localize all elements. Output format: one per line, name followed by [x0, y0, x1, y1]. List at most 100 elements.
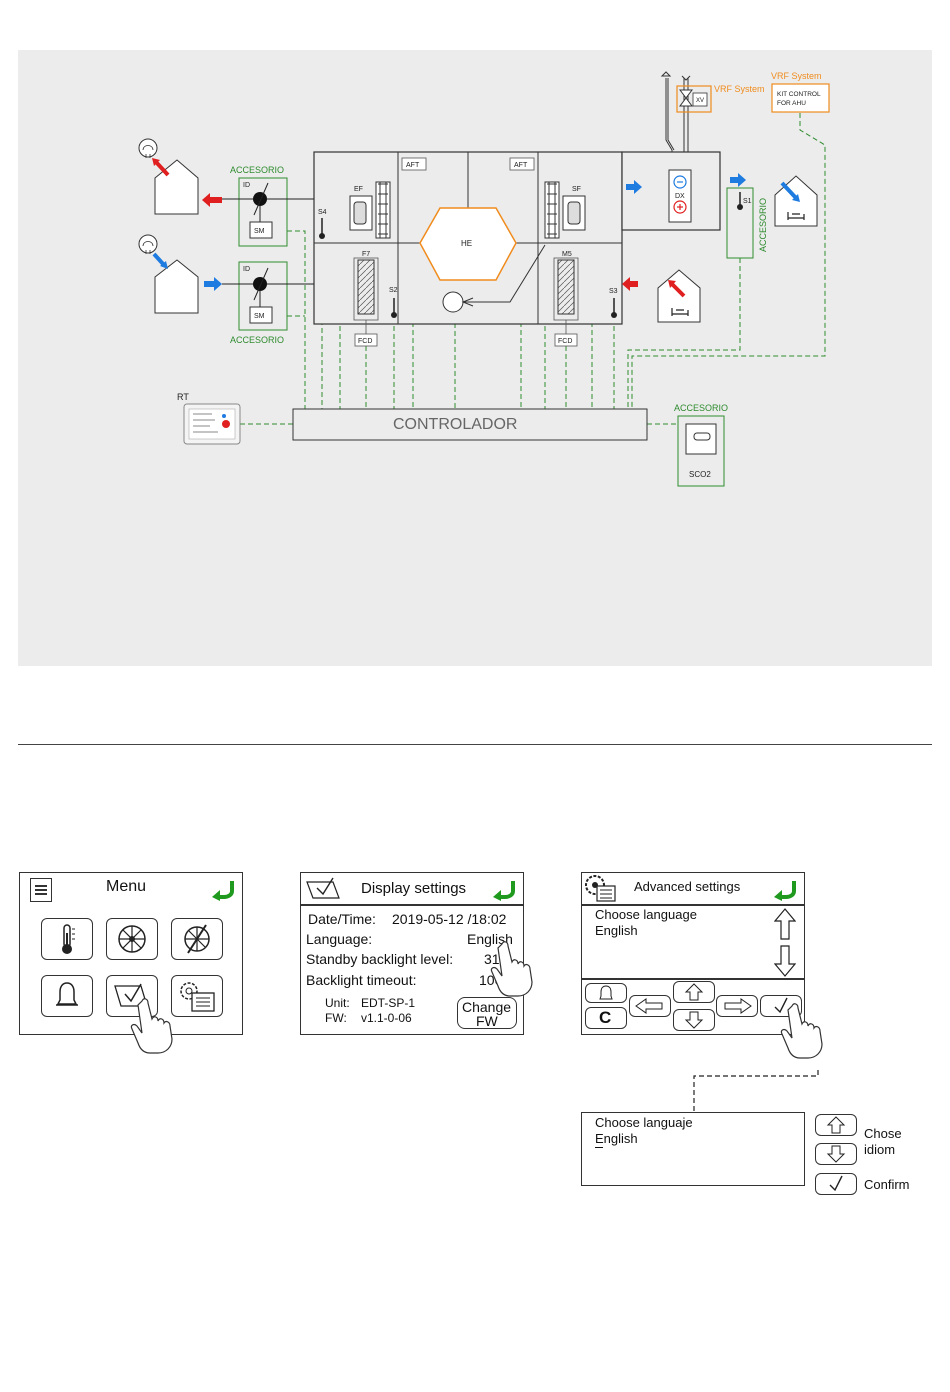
ef-label: EF	[354, 186, 363, 193]
alarm-tile[interactable]	[41, 975, 93, 1017]
arrow-return	[622, 277, 638, 291]
alarm-button[interactable]	[585, 983, 627, 1003]
change-fw-button[interactable]: Change FW	[457, 997, 517, 1029]
bell-icon	[599, 985, 613, 1000]
menu-title: Menu	[106, 878, 147, 895]
checkmark-icon	[774, 997, 788, 1014]
legend-down-button	[815, 1143, 857, 1165]
menu-screen: Menu	[19, 872, 243, 1035]
back-arrow-icon[interactable]	[772, 879, 798, 901]
advanced-settings-title: Advanced settings	[634, 879, 741, 894]
hand-pointer-icon	[490, 941, 533, 997]
arrow-intake-in	[204, 277, 222, 291]
advanced-settings-screen: Advanced settings Choose language Englis…	[581, 872, 805, 1035]
back-arrow-icon[interactable]	[210, 879, 236, 901]
fan-off-tile[interactable]	[171, 918, 223, 960]
display-settings-screen: Display settings Date/Time: 2019-05-12 /…	[300, 872, 524, 1035]
scroll-up-icon[interactable]	[774, 908, 796, 940]
pipe-top-arrow-1	[660, 71, 672, 77]
standby-value[interactable]: 31	[484, 951, 500, 967]
checkmark-icon	[829, 1175, 843, 1192]
scroll-down-icon[interactable]	[774, 945, 796, 977]
sco2-box	[677, 415, 725, 487]
aft-right-box	[509, 157, 535, 171]
timeout-label: Backlight timeout:	[306, 972, 417, 988]
s2-label: S2	[389, 287, 398, 294]
datetime-value[interactable]: 2019-05-12 /18:02	[392, 911, 507, 927]
vrf-label-1: VRF System	[714, 84, 765, 94]
sensor-s3-icon	[611, 298, 617, 318]
button-bar-line	[582, 978, 804, 980]
settings-icon	[585, 875, 616, 902]
room-supply-icon	[774, 175, 818, 227]
kit-control-line2: FOR AHU	[777, 100, 806, 107]
back-arrow-icon[interactable]	[491, 879, 517, 901]
bypass-damper	[442, 291, 464, 313]
down-button[interactable]	[673, 1009, 715, 1031]
s4-label: S4	[318, 209, 327, 216]
thermometer-tile[interactable]	[41, 918, 93, 960]
standby-label: Standby backlight level:	[306, 951, 454, 967]
s1-accessory-box	[726, 187, 754, 259]
sco2-label: SCO2	[689, 470, 711, 479]
settings-icon	[180, 982, 215, 1012]
legend-idiom: idiom	[864, 1142, 896, 1157]
sm-bottom-box	[249, 306, 273, 324]
detail-line1: Choose languaje	[595, 1115, 693, 1130]
damper-top-box	[238, 177, 288, 247]
cancel-button[interactable]: C	[585, 1007, 627, 1029]
text-cursor	[595, 1147, 603, 1148]
settings-tile[interactable]	[171, 975, 223, 1017]
arrow-up-icon	[826, 1116, 846, 1134]
exhaust-fan	[349, 181, 391, 239]
legend-chose: Chose	[864, 1126, 902, 1141]
thermometer-icon	[62, 924, 75, 954]
display-check-icon	[306, 877, 340, 899]
ahu-schematic: XV VRF System VRF System KIT CONTROL FOR…	[138, 71, 830, 487]
detail-line2[interactable]: English	[595, 1131, 638, 1146]
arrow-exhaust-out	[202, 193, 222, 207]
kit-control-line1: KIT CONTROL	[777, 91, 821, 98]
fw-value: v1.1-0-06	[361, 1011, 412, 1025]
vrf-xv-box	[676, 85, 712, 113]
id-top-label: ID	[243, 182, 250, 189]
supply-fan	[544, 181, 586, 239]
up-button[interactable]	[673, 981, 715, 1003]
xv-label: XV	[696, 98, 704, 104]
id-bottom-label: ID	[243, 266, 250, 273]
expansion-valve-icon	[679, 89, 693, 107]
sf-label: SF	[572, 186, 581, 193]
legend-confirm-button	[815, 1173, 857, 1195]
hand-pointer-icon	[780, 1003, 823, 1059]
language-value[interactable]: English	[467, 931, 513, 947]
change-fw-line2: FW	[476, 1013, 498, 1029]
heat-exchanger	[419, 207, 517, 281]
rt-label: RT	[177, 392, 189, 402]
arrow-right-icon	[724, 998, 752, 1014]
right-button[interactable]	[716, 995, 758, 1017]
accesorio-sco2-label: ACCESORIO	[674, 403, 728, 413]
title-bar-line	[301, 904, 523, 906]
sm-bottom-label: SM	[254, 313, 265, 320]
fcd-right-label: FCD	[558, 338, 572, 345]
damper-top-icon	[253, 192, 267, 206]
sco2-sensor-icon	[685, 423, 717, 455]
xv-box	[692, 92, 708, 107]
sm-top-box	[249, 221, 273, 239]
room-return-icon	[657, 269, 701, 323]
fan-tile[interactable]	[106, 918, 158, 960]
adv-line2: English	[595, 923, 638, 938]
s1-label: S1	[743, 198, 752, 205]
bell-icon	[56, 982, 78, 1006]
vrf-label-2: VRF System	[771, 71, 822, 81]
damper-bottom-icon	[253, 277, 267, 291]
datetime-label: Date/Time:	[308, 911, 376, 927]
hamburger-icon[interactable]	[30, 878, 52, 902]
section-divider	[18, 744, 932, 745]
left-button[interactable]	[629, 995, 671, 1017]
dx-label: DX	[675, 193, 685, 200]
arrow-supply-dx	[626, 180, 642, 194]
change-fw-line1: Change	[462, 999, 512, 1015]
connector-line	[693, 1070, 819, 1112]
filter-m5	[557, 259, 575, 315]
